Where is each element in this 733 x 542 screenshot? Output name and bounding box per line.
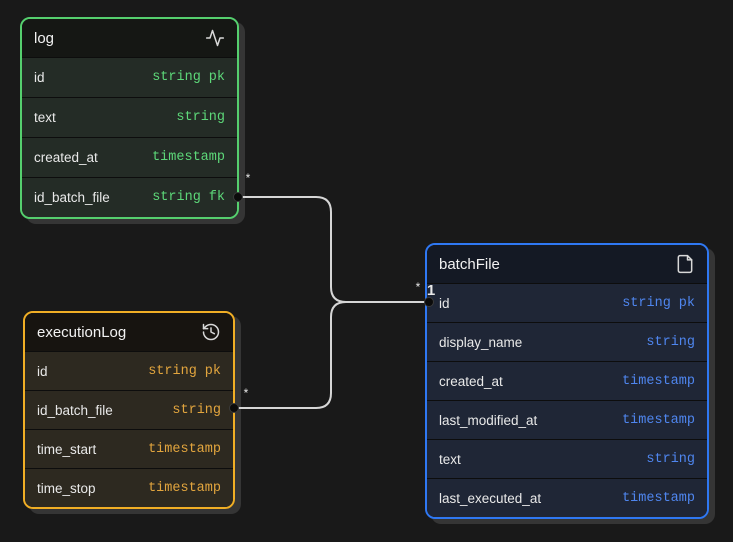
field-type: timestamp — [148, 442, 221, 457]
field-type: timestamp — [148, 481, 221, 496]
table-header[interactable]: log — [22, 19, 237, 57]
field-row-text[interactable]: text string — [427, 439, 707, 478]
relationship-log-batchfile — [238, 197, 429, 302]
field-row-last-executed-at[interactable]: last_executed_at timestamp — [427, 478, 707, 517]
field-name: last_modified_at — [439, 413, 537, 428]
key-badge: pk — [205, 364, 221, 379]
field-name: id — [439, 296, 450, 311]
type-text: timestamp — [148, 481, 221, 496]
field-type: string pk — [622, 296, 695, 311]
history-icon — [201, 322, 221, 342]
field-name: time_start — [37, 442, 96, 457]
field-row-id-batch-file[interactable]: id_batch_file string — [25, 390, 233, 429]
field-type: string — [646, 335, 695, 350]
table-name: log — [34, 30, 54, 47]
field-type: string pk — [152, 70, 225, 85]
type-text: string — [148, 364, 197, 379]
field-type: string — [646, 452, 695, 467]
field-name: text — [439, 452, 461, 467]
field-name: id_batch_file — [34, 190, 110, 205]
type-text: timestamp — [622, 491, 695, 506]
table-name: batchFile — [439, 256, 500, 273]
activity-icon — [205, 28, 225, 48]
field-type: timestamp — [622, 413, 695, 428]
field-type: string pk — [148, 364, 221, 379]
table-header[interactable]: executionLog — [25, 313, 233, 351]
field-type: timestamp — [152, 150, 225, 165]
table-header[interactable]: batchFile — [427, 245, 707, 283]
field-type: string — [176, 110, 225, 125]
table-name: executionLog — [37, 324, 126, 341]
type-text: timestamp — [622, 413, 695, 428]
key-badge: fk — [209, 190, 225, 205]
type-text: string — [152, 190, 201, 205]
field-row-id[interactable]: id string pk — [427, 283, 707, 322]
field-row-id[interactable]: id string pk — [22, 57, 237, 97]
cardinality-label: * — [416, 280, 421, 294]
field-row-time-stop[interactable]: time_stop timestamp — [25, 468, 233, 507]
type-text: string — [176, 110, 225, 125]
field-name: created_at — [34, 150, 98, 165]
relationship-executionlog-batchfile — [234, 302, 429, 408]
field-name: text — [34, 110, 56, 125]
type-text: timestamp — [148, 442, 221, 457]
type-text: string — [172, 403, 221, 418]
relationship-line-log-batchfile[interactable] — [238, 197, 429, 302]
field-row-display-name[interactable]: display_name string — [427, 322, 707, 361]
field-name: created_at — [439, 374, 503, 389]
field-row-text[interactable]: text string — [22, 97, 237, 137]
field-row-created-at[interactable]: created_at timestamp — [427, 361, 707, 400]
type-text: string — [152, 70, 201, 85]
type-text: string — [646, 452, 695, 467]
type-text: timestamp — [152, 150, 225, 165]
type-text: string — [646, 335, 695, 350]
field-row-created-at[interactable]: created_at timestamp — [22, 137, 237, 177]
field-name: id_batch_file — [37, 403, 113, 418]
field-type: timestamp — [622, 491, 695, 506]
field-row-time-start[interactable]: time_start timestamp — [25, 429, 233, 468]
file-icon — [675, 254, 695, 274]
table-log[interactable]: log id string pk text string created_at t… — [20, 17, 239, 219]
table-executionlog[interactable]: executionLog id string pk id_batch_file s… — [23, 311, 235, 509]
field-row-last-modified-at[interactable]: last_modified_at timestamp — [427, 400, 707, 439]
field-name: last_executed_at — [439, 491, 541, 506]
field-row-id-batch-file[interactable]: id_batch_file string fk — [22, 177, 237, 217]
key-badge: pk — [209, 70, 225, 85]
field-name: time_stop — [37, 481, 96, 496]
relationship-line-executionlog-batchfile[interactable] — [234, 302, 429, 408]
type-text: string — [622, 296, 671, 311]
table-batchfile[interactable]: batchFile id string pk display_name strin… — [425, 243, 709, 519]
field-row-id[interactable]: id string pk — [25, 351, 233, 390]
field-type: string fk — [152, 190, 225, 205]
type-text: timestamp — [622, 374, 695, 389]
field-name: display_name — [439, 335, 522, 350]
field-type: string — [172, 403, 221, 418]
field-name: id — [37, 364, 48, 379]
cardinality-label: * — [244, 386, 249, 400]
field-name: id — [34, 70, 45, 85]
key-badge: pk — [679, 296, 695, 311]
cardinality-label: * — [246, 171, 251, 185]
field-type: timestamp — [622, 374, 695, 389]
